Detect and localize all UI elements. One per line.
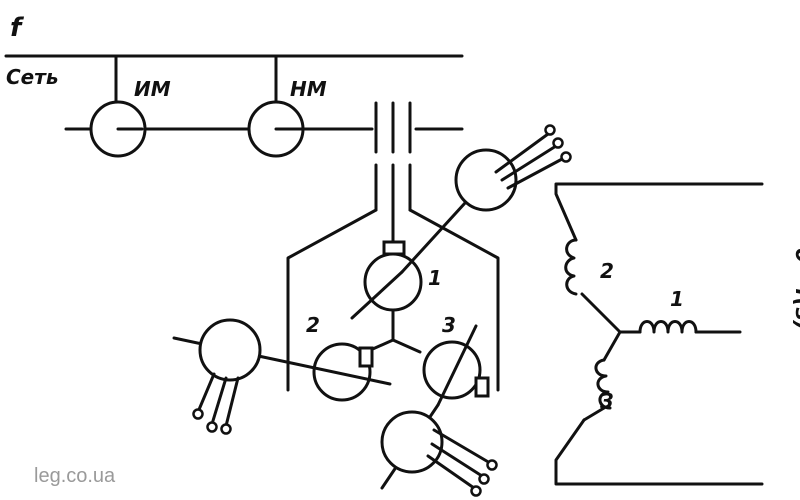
frequency-label: f [10, 13, 25, 43]
winding-2-label: 2 [600, 259, 614, 283]
selsyn-left [172, 318, 392, 435]
winding-3-label: 3 [600, 389, 614, 413]
watermark: leg.co.ua [34, 465, 116, 487]
dc-motor-label: НМ [290, 77, 327, 101]
selsyn-upper-right [400, 124, 572, 274]
function-label: 0 - f(s) [790, 248, 800, 331]
machine-2: 2 [306, 313, 374, 402]
winding-1-label: 1 [670, 287, 684, 311]
machine-3-label: 3 [442, 313, 456, 337]
dc-motor: НМ [247, 77, 327, 158]
induction-motor-label: ИМ [134, 77, 171, 101]
induction-motor: ИМ [89, 77, 171, 158]
machine-3: 3 [422, 313, 490, 407]
network-label: Сеть [6, 65, 58, 89]
machine-2-label: 2 [306, 313, 320, 337]
machine-1-label: 1 [428, 266, 442, 290]
winding-diagram: 2 1 3 [554, 182, 764, 486]
selsyn-bottom [380, 403, 498, 497]
coupling [374, 101, 412, 246]
star-connection [364, 308, 422, 354]
housing-frame [286, 208, 500, 392]
machine-1: 1 [350, 240, 442, 320]
